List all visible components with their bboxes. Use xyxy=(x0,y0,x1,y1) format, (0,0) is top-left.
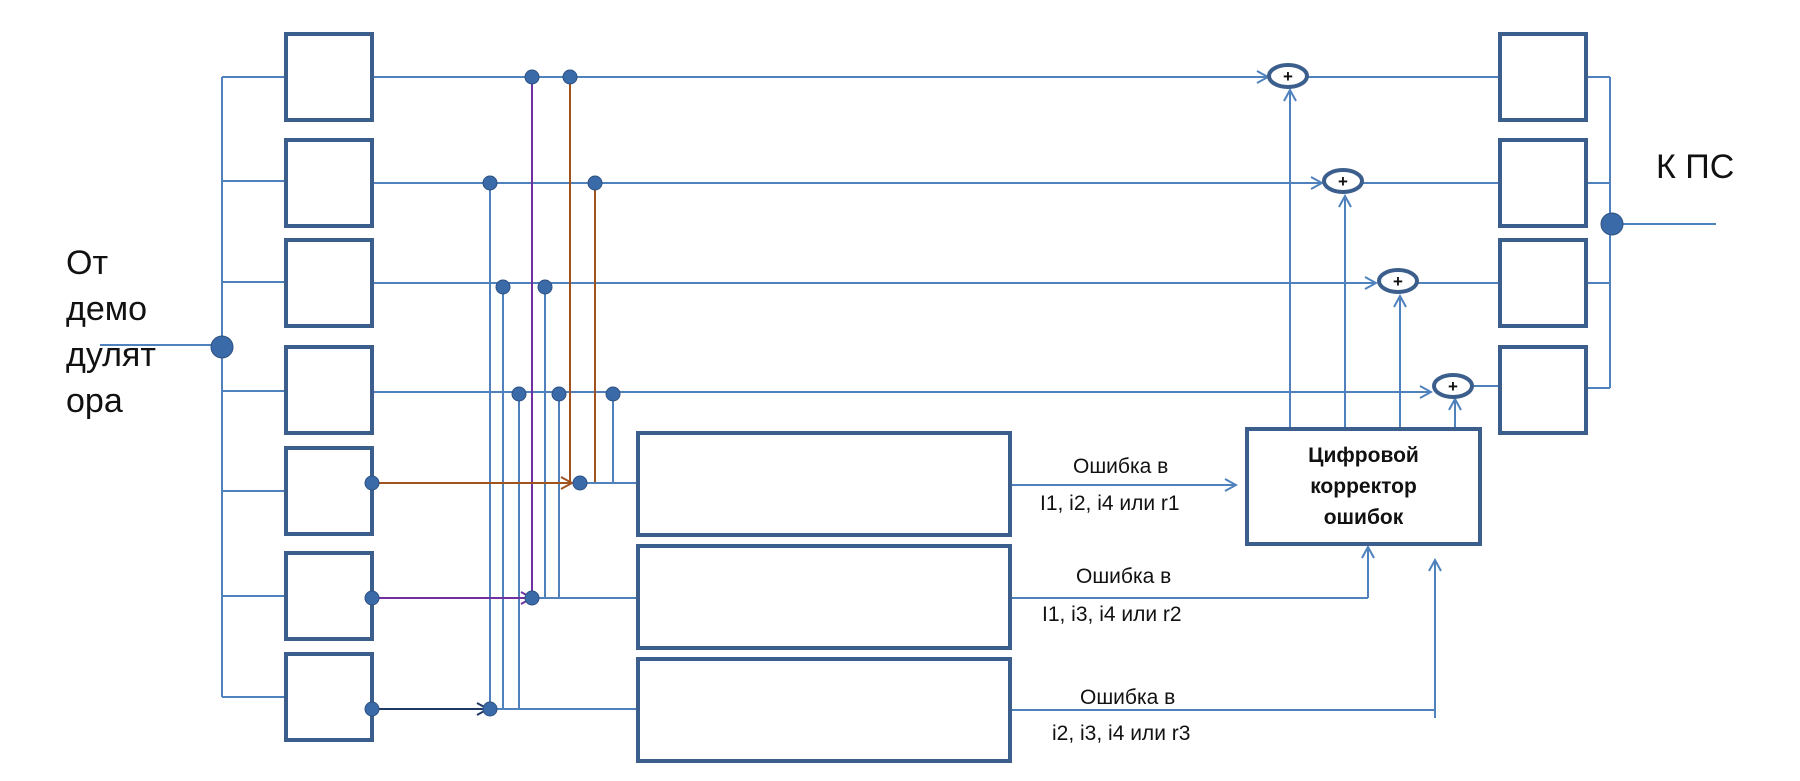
syndrome-block-3 xyxy=(636,657,1012,763)
input-bus xyxy=(100,76,286,698)
output-register xyxy=(1498,32,1588,122)
digital-error-corrector xyxy=(1245,427,1482,546)
adder-outputs xyxy=(1307,76,1500,387)
adder-symbol: + xyxy=(1338,172,1348,191)
adder xyxy=(1377,268,1419,294)
input-register xyxy=(284,345,374,435)
output-label: К ПС xyxy=(1656,148,1735,186)
syndrome-block-2 xyxy=(636,544,1012,650)
adder xyxy=(1432,373,1474,399)
syndrome-block-1 xyxy=(636,431,1012,537)
input-register xyxy=(284,551,374,641)
input-register xyxy=(284,446,374,536)
adder xyxy=(1267,63,1309,89)
error3-vars: i2, i3, i4 или r3 xyxy=(1052,722,1191,745)
output-register xyxy=(1498,138,1588,228)
adder-symbol: + xyxy=(1283,67,1293,86)
input-register xyxy=(284,138,374,228)
parity-taps xyxy=(489,77,614,709)
adder xyxy=(1322,168,1364,194)
adders: + + + + xyxy=(1267,63,1474,399)
syndrome-blocks xyxy=(636,431,1012,763)
adder-symbol: + xyxy=(1393,272,1403,291)
input-label: От демо дулят ора xyxy=(66,244,156,420)
input-register xyxy=(284,652,374,742)
error2-vars: I1, i3, i4 или r2 xyxy=(1042,603,1182,626)
syndrome-lines xyxy=(1010,485,1435,718)
output-register xyxy=(1498,345,1588,435)
output-register xyxy=(1498,238,1588,328)
data-channels xyxy=(372,77,1431,392)
output-registers xyxy=(1498,32,1588,435)
junction-dots xyxy=(210,69,1624,717)
error1-vars: I1, i2, i4 или r1 xyxy=(1040,492,1180,515)
error2-title: Ошибка в xyxy=(1076,565,1172,588)
input-register xyxy=(284,32,374,122)
correction-lines xyxy=(1290,90,1455,429)
check-bit-inputs xyxy=(372,483,638,709)
input-registers xyxy=(284,32,374,742)
corrector-label: Цифровой корректор ошибок xyxy=(1308,444,1419,529)
error3-title: Ошибка в xyxy=(1080,686,1176,709)
error1-title: Ошибка в xyxy=(1073,455,1169,478)
adder-symbol: + xyxy=(1448,377,1458,396)
input-register xyxy=(284,238,374,328)
